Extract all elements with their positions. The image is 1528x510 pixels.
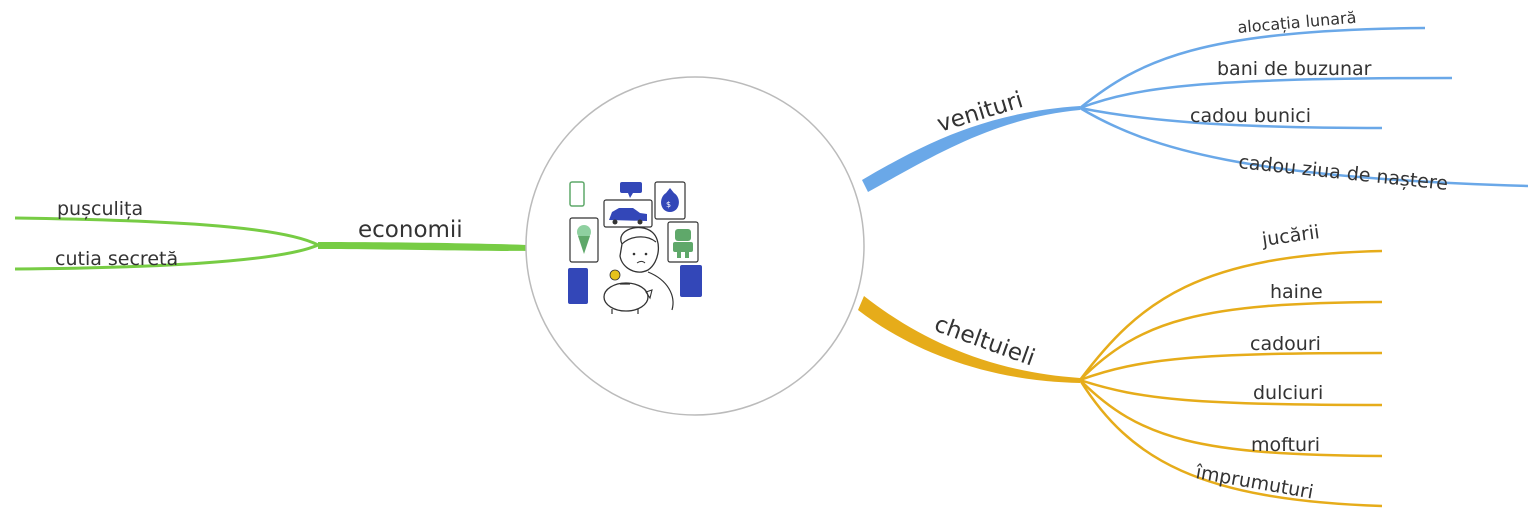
svg-text:$: $ (666, 200, 671, 209)
branch-venituri: venituri alocația lunară bani de buzunar… (862, 8, 1528, 195)
leaf-mofturi[interactable]: mofturi (1251, 434, 1320, 456)
venituri-child-connector-3 (1079, 106, 1528, 188)
leaf-cadou-ziua-de-nastere[interactable]: cadou ziua de naștere (1237, 151, 1449, 195)
branch-cheltuieli: cheltuieli jucării haine cadouri dulciur… (858, 221, 1383, 508)
leaf-cutia-secreta[interactable]: cutia secretă (55, 248, 178, 270)
car-frame-icon (603, 199, 653, 228)
phone-left-icon (568, 268, 588, 304)
cheltuieli-main-connector (858, 296, 1080, 383)
robot-frame-icon (667, 221, 699, 263)
car-icon (609, 208, 647, 221)
child-piggy-bank-illustration: $ (568, 181, 702, 314)
leaf-dulciuri[interactable]: dulciuri (1253, 382, 1323, 404)
cheltuieli-child-connector-0 (1079, 249, 1383, 381)
child-icon (619, 227, 659, 273)
ice-cream-icon (577, 225, 591, 239)
speech-bubble-icon (569, 181, 585, 207)
cheltuieli-child-connector-4 (1079, 379, 1383, 458)
leaf-cadouri[interactable]: cadouri (1250, 333, 1321, 355)
leaf-haine[interactable]: haine (1270, 281, 1323, 303)
money-bag-icon (661, 188, 679, 212)
money-bag-frame-icon (654, 181, 686, 220)
venituri-child-connector-0 (1079, 26, 1426, 109)
chat-bubble-icon (620, 182, 642, 193)
central-circle[interactable] (525, 76, 865, 416)
branch-economii: economii pușculița cutia secretă (14, 198, 528, 271)
ice-cream-frame-icon (569, 217, 599, 263)
cheltuieli-child-connector-3 (1079, 378, 1383, 407)
phone-right-icon (680, 265, 702, 297)
economii-main-connector (318, 242, 528, 251)
branch-label-economii[interactable]: economii (358, 217, 463, 243)
venituri-child-connector-2 (1079, 106, 1383, 130)
leaf-cadou-bunici[interactable]: cadou bunici (1190, 105, 1311, 127)
robot-icon (675, 229, 691, 241)
leaf-pusculita[interactable]: pușculița (57, 198, 143, 220)
venituri-child-connector-1 (1079, 76, 1453, 110)
leaf-jucarii[interactable]: jucării (1260, 221, 1321, 251)
cheltuieli-child-connector-1 (1079, 300, 1383, 381)
central-node[interactable]: $ (525, 76, 865, 416)
piggy-bank-icon (603, 282, 649, 312)
leaf-bani-de-buzunar[interactable]: bani de buzunar (1217, 58, 1372, 80)
cheltuieli-child-connector-2 (1079, 351, 1383, 382)
cheltuieli-child-connector-5 (1078, 379, 1383, 508)
leaf-imprumuturi[interactable]: împrumuturi (1193, 461, 1315, 503)
coin-icon (609, 269, 621, 281)
economii-child-connector-pusculita (14, 216, 319, 247)
economii-child-connector-cutia (14, 243, 319, 271)
